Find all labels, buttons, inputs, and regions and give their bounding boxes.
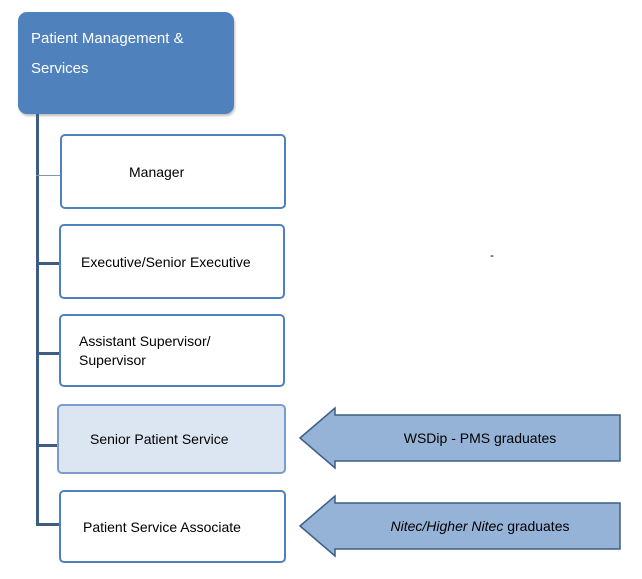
position-box-senior-patient-service: Senior Patient Service xyxy=(57,404,286,474)
connector-branch-executive xyxy=(36,262,62,265)
position-label: Executive/Senior Executive xyxy=(81,253,251,270)
entry-arrow-wsdip xyxy=(298,406,621,470)
entry-arrow-nitec xyxy=(298,494,621,558)
position-box-supervisor: Assistant Supervisor/ Supervisor xyxy=(59,314,285,387)
entry-text: WSDip - PMS graduates xyxy=(403,430,557,446)
position-label-line2: Supervisor xyxy=(79,351,146,368)
position-label: Manager xyxy=(129,163,185,180)
root-node-patient-management-services: Patient Management & Services xyxy=(18,12,234,114)
entry-text-italic: Nitec/Higher Nitec xyxy=(390,518,504,534)
connector-branch-senior-patient-service xyxy=(36,444,62,447)
position-box-executive: Executive/Senior Executive xyxy=(59,224,285,299)
stray-dash-mark: - xyxy=(490,248,494,262)
position-label-line1: Assistant Supervisor/ xyxy=(79,332,211,349)
position-box-manager: Manager xyxy=(60,134,286,209)
connector-branch-patient-service-associate xyxy=(36,523,62,526)
entry-label-nitec: Nitec/Higher Nitec graduates xyxy=(335,503,625,549)
position-label: Patient Service Associate xyxy=(83,518,241,535)
entry-text-suffix: graduates xyxy=(503,518,570,534)
root-title-line1: Patient Management & xyxy=(31,30,184,47)
connector-branch-supervisor xyxy=(36,352,62,355)
entry-label-wsdip: WSDip - PMS graduates xyxy=(335,415,625,461)
position-label: Senior Patient Service xyxy=(90,431,229,447)
connector-branch-manager xyxy=(36,175,62,176)
root-title-line2: Services xyxy=(31,60,89,77)
hierarchy-connector-trunk xyxy=(36,114,39,526)
position-box-patient-service-associate: Patient Service Associate xyxy=(59,490,286,563)
